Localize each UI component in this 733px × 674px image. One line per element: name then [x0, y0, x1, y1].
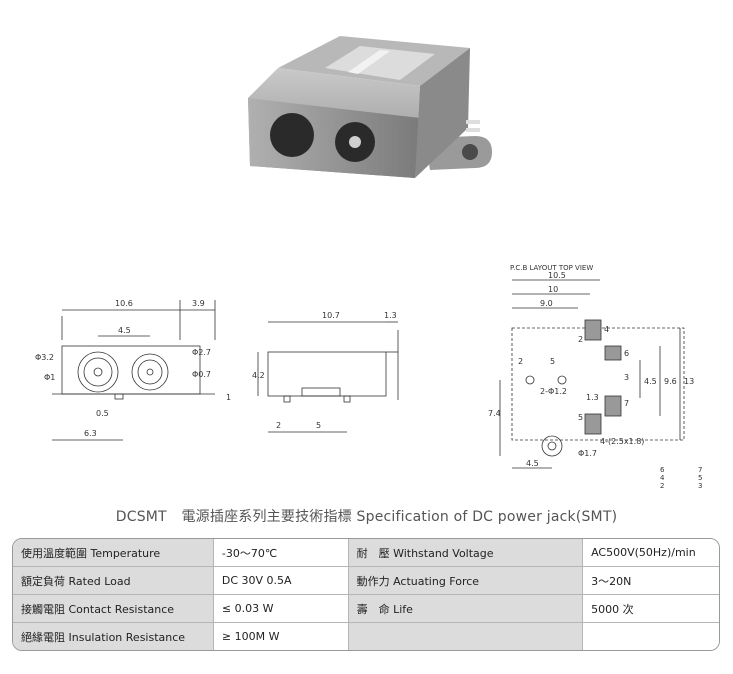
spec-label [348, 623, 584, 650]
spec-value: ≤ 0.03 W [213, 595, 349, 623]
spec-value: -30～70℃ [213, 539, 349, 567]
spec-value: DC 30V 0.5A [213, 567, 349, 595]
pcb-layout-labels: P.C.B LAYOUT TOP VIEW 10.5 10 9.0 2 5 2-… [488, 264, 702, 490]
dim-label: 2 [276, 421, 281, 430]
dim-label: 9.0 [540, 299, 553, 308]
spec-label: 壽 命 Life [348, 595, 584, 623]
pin-label: 6 [624, 349, 629, 358]
dim-label: 4.5 [118, 326, 131, 335]
spec-label: 耐 壓 Withstand Voltage [348, 539, 584, 567]
dim-label: 6.3 [84, 429, 97, 438]
pin-legend: 5 [698, 474, 702, 482]
dim-label: 10 [548, 285, 558, 294]
pin-label: 7 [624, 399, 629, 408]
pin-legend: 3 [698, 482, 702, 490]
dim-label: 10.5 [548, 271, 566, 280]
spec-label: 額定負荷 Rated Load [13, 567, 214, 595]
pin-legend: 6 [660, 466, 665, 474]
spec-value: 5000 次 [583, 595, 719, 623]
pin-legend: 2 [660, 482, 664, 490]
dim-label: Φ2.7 [192, 348, 211, 357]
dim-label: 4-(2.5x1.8) [600, 437, 644, 446]
spec-label: 使用溫度範圍 Temperature [13, 539, 214, 567]
dim-label: 0.5 [96, 409, 109, 418]
dim-label: 5 [550, 357, 555, 366]
table-row: 額定負荷 Rated Load DC 30V 0.5A 動作力 Actuatin… [13, 567, 719, 595]
pin-legend: 7 [698, 466, 702, 474]
spec-table: 使用溫度範圍 Temperature -30～70℃ 耐 壓 Withstand… [12, 538, 720, 651]
dim-label: Φ1 [44, 373, 55, 382]
spec-label: 接觸電阻 Contact Resistance [13, 595, 214, 623]
table-row: 接觸電阻 Contact Resistance ≤ 0.03 W 壽 命 Lif… [13, 595, 719, 623]
dim-label: 9.6 [664, 377, 677, 386]
technical-drawings: 10.6 3.9 4.5 Φ3.2 Φ1 Φ2.7 Φ0.7 1 0.5 6.3… [35, 264, 702, 490]
front-view-labels: 10.6 3.9 4.5 Φ3.2 Φ1 Φ2.7 Φ0.7 1 0.5 6.3 [35, 299, 231, 438]
dim-label: 2 [518, 357, 523, 366]
dim-label: Φ3.2 [35, 353, 54, 362]
dim-label: 4.2 [252, 371, 265, 380]
dim-label: 4.5 [526, 459, 539, 468]
heading-text: 電源插座系列主要技術指標 Specification of DC power j… [181, 509, 618, 525]
pin-label: 5 [578, 413, 583, 422]
specification-heading: DCSMT 電源插座系列主要技術指標 Specification of DC p… [0, 506, 733, 526]
table-row: 絕緣電阻 Insulation Resistance ≥ 100M W [13, 623, 719, 650]
dim-label: 10.6 [115, 299, 133, 308]
dim-label: 3.9 [192, 299, 205, 308]
dim-label: 13 [684, 377, 694, 386]
dim-label: 1.3 [586, 393, 599, 402]
table-row: 使用溫度範圍 Temperature -30～70℃ 耐 壓 Withstand… [13, 539, 719, 567]
dim-label: 2-Φ1.2 [540, 387, 567, 396]
spec-label: 動作力 Actuating Force [348, 567, 584, 595]
pin-legend: 4 [660, 474, 665, 482]
dim-label: 5 [316, 421, 321, 430]
dim-label: 10.7 [322, 311, 340, 320]
dim-label: 4.5 [644, 377, 657, 386]
spec-value: AC500V(50Hz)/min [583, 539, 719, 567]
dim-label: 1.3 [384, 311, 397, 320]
spec-value: 3～20N [583, 567, 719, 595]
dim-label: 7.4 [488, 409, 501, 418]
pcb-title: P.C.B LAYOUT TOP VIEW [510, 264, 593, 272]
pin-label: 2 [578, 335, 583, 344]
model-prefix: DCSMT [115, 509, 167, 525]
dim-label: 1 [226, 393, 231, 402]
side-view-labels: 10.7 1.3 4.2 2 5 [252, 311, 397, 430]
spec-value: ≥ 100M W [213, 623, 349, 650]
dim-label: Φ0.7 [192, 370, 211, 379]
pin-label: 4 [604, 325, 609, 334]
spec-label: 絕緣電阻 Insulation Resistance [13, 623, 214, 650]
pin-label: 3 [624, 373, 629, 382]
dim-label: Φ1.7 [578, 449, 597, 458]
product-photo [248, 36, 492, 178]
spec-value [583, 623, 719, 650]
